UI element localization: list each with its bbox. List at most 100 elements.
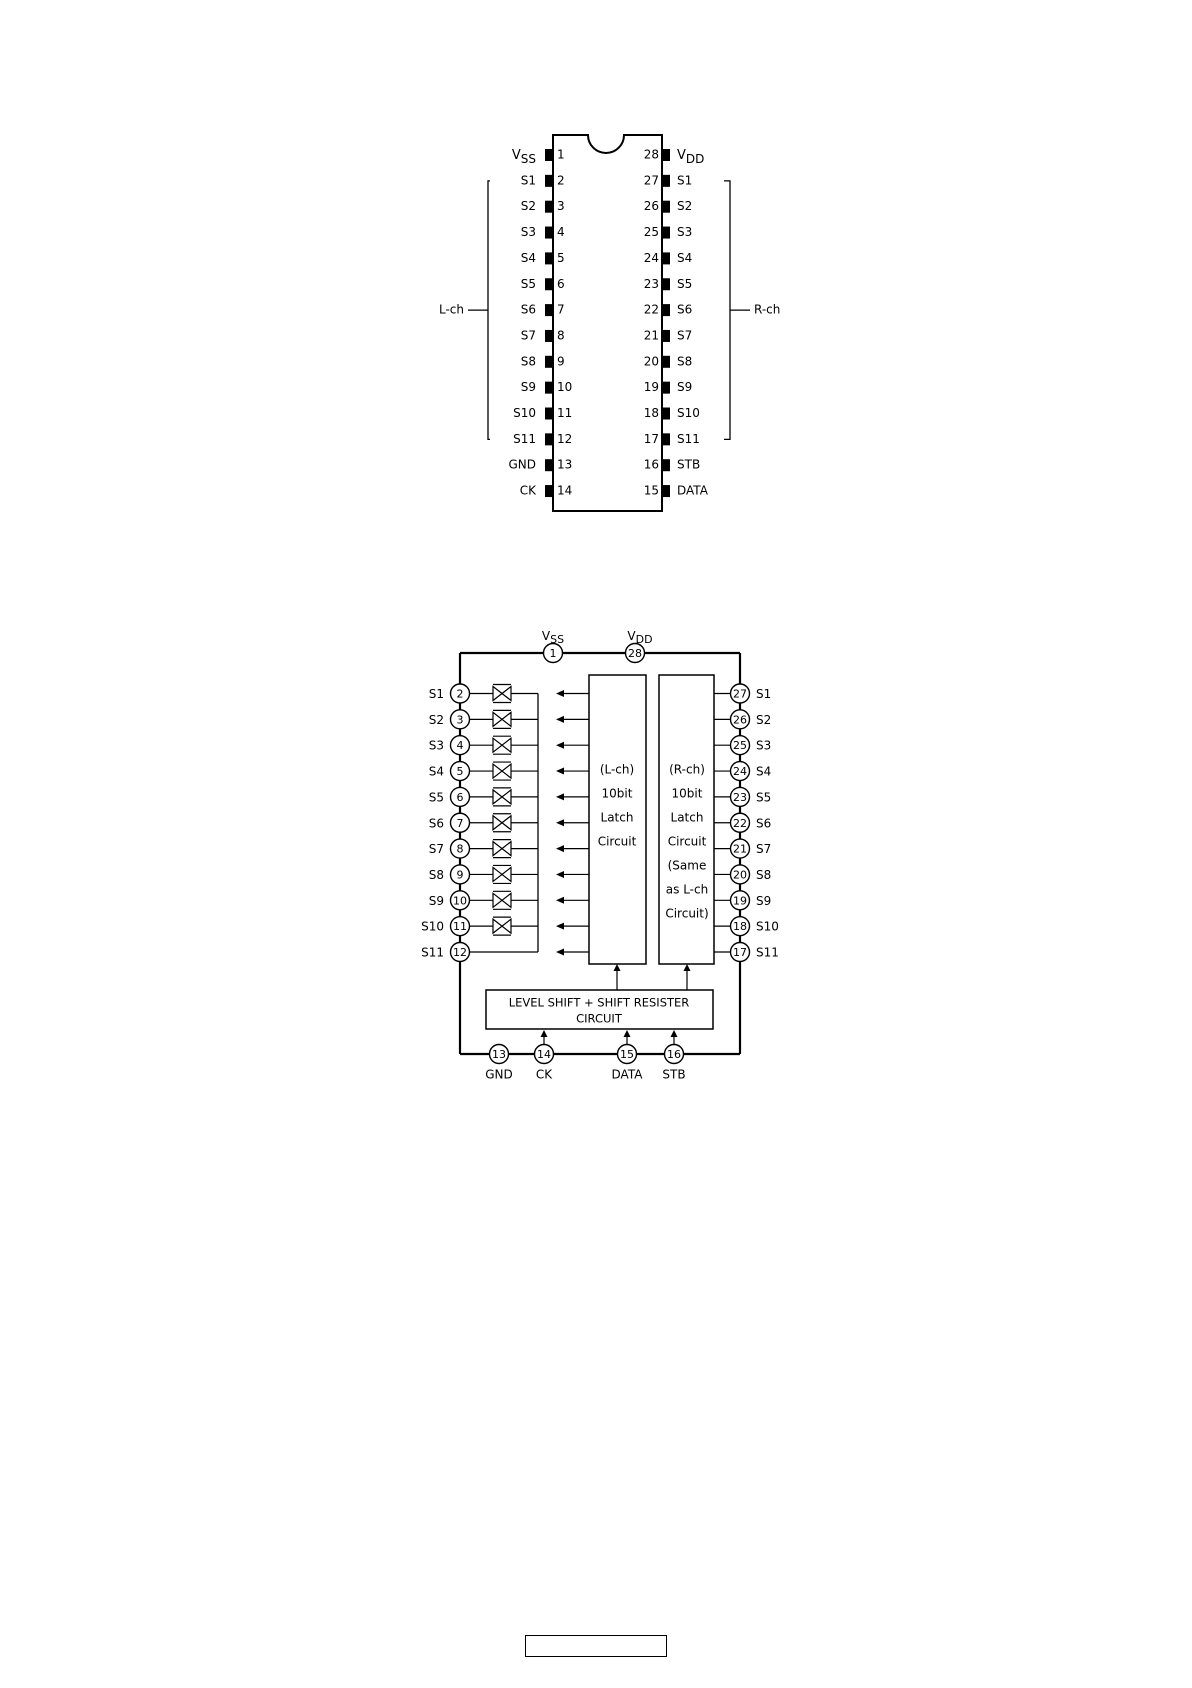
pin-number: 16 bbox=[644, 458, 659, 472]
transmission-gate bbox=[492, 711, 512, 728]
left-pin-number: 2 bbox=[457, 688, 464, 701]
pin-number: 17 bbox=[644, 432, 659, 446]
right-pin-label: S3 bbox=[756, 739, 771, 753]
arrow-head bbox=[556, 922, 564, 930]
pin-number: 9 bbox=[557, 354, 565, 368]
lch-latch-text: Latch bbox=[601, 811, 634, 825]
pin-number: 10 bbox=[557, 380, 572, 394]
pin-label: CK bbox=[520, 484, 537, 498]
left-pin-label: S10 bbox=[421, 920, 444, 934]
left-pin-number: 8 bbox=[457, 843, 464, 856]
pin-number: 13 bbox=[557, 458, 572, 472]
ic-body bbox=[552, 134, 663, 512]
pin-number: 19 bbox=[644, 380, 659, 394]
lch-latch-box bbox=[588, 674, 647, 965]
arrow-head bbox=[556, 715, 564, 723]
pin-pad bbox=[662, 226, 670, 239]
pin-number: 27 bbox=[644, 173, 659, 187]
pin-pad bbox=[545, 329, 553, 342]
pin-number: 23 bbox=[644, 277, 659, 291]
rch-latch-box bbox=[658, 674, 715, 965]
pin-label: S2 bbox=[521, 199, 536, 213]
pin-pad bbox=[662, 381, 670, 394]
arrow-head bbox=[556, 690, 564, 697]
arrow-head bbox=[556, 845, 564, 853]
left-pin-number: 5 bbox=[457, 765, 464, 778]
right-pin-label: S4 bbox=[756, 765, 771, 779]
left-pin-label: S9 bbox=[429, 894, 444, 908]
rch-latch-text: (Same bbox=[668, 859, 707, 873]
rch-latch-text: (R-ch) bbox=[669, 763, 705, 777]
left-pin-label: S11 bbox=[421, 946, 444, 960]
right-pin-label: S7 bbox=[756, 842, 771, 856]
left-pin-number: 11 bbox=[453, 920, 467, 933]
right-pin-number: 23 bbox=[733, 791, 747, 804]
lch-group-label: L-ch bbox=[439, 303, 464, 317]
transmission-gate bbox=[492, 892, 512, 909]
rch-latch-text: 10bit bbox=[672, 787, 703, 801]
pin-pad bbox=[662, 304, 670, 317]
pin-label: S2 bbox=[677, 199, 692, 213]
bottom-pin-label: DATA bbox=[612, 1068, 644, 1082]
pin-pad bbox=[662, 459, 670, 472]
right-pin-label: S8 bbox=[756, 868, 771, 882]
pin-number: 20 bbox=[644, 354, 659, 368]
pin-label: S5 bbox=[677, 277, 692, 291]
transmission-gate bbox=[492, 736, 512, 754]
pin-pad bbox=[662, 407, 670, 420]
pin-label: S8 bbox=[521, 354, 536, 368]
vss-pin-number: 1 bbox=[550, 647, 557, 660]
pin-pad bbox=[545, 381, 553, 394]
shift-register-box bbox=[485, 989, 714, 1030]
vdd-pin-number: 28 bbox=[628, 647, 642, 660]
transmission-gate bbox=[492, 762, 512, 780]
pin-pad bbox=[545, 485, 553, 498]
vss-label: VSS bbox=[542, 629, 564, 647]
right-pin-label: S10 bbox=[756, 920, 779, 934]
pin-label: STB bbox=[677, 458, 700, 472]
pin-label: S3 bbox=[677, 225, 692, 239]
pin-pad bbox=[545, 200, 553, 213]
right-pin-number: 20 bbox=[733, 868, 747, 881]
pin-pad bbox=[662, 278, 670, 291]
left-pin-number: 4 bbox=[457, 739, 464, 752]
pin-pad bbox=[662, 149, 670, 161]
pin-number: 11 bbox=[557, 406, 572, 420]
block-diagram: 1VSS28VDD(L-ch)10bitLatchCircuit(R-ch)10… bbox=[421, 629, 779, 1082]
pin-label: VSS bbox=[512, 148, 536, 166]
arrow-head bbox=[556, 767, 564, 775]
pin-number: 2 bbox=[557, 173, 565, 187]
pin-number: 4 bbox=[557, 225, 565, 239]
page-number-box bbox=[525, 1635, 667, 1657]
pin-number: 7 bbox=[557, 303, 565, 317]
pin-pad bbox=[545, 278, 553, 291]
pin-label: S4 bbox=[677, 251, 692, 265]
right-pin-number: 25 bbox=[733, 739, 747, 752]
pin-label: S11 bbox=[677, 432, 700, 446]
right-pin-label: S6 bbox=[756, 816, 771, 830]
pin-pad bbox=[545, 433, 553, 446]
transmission-gate bbox=[492, 788, 512, 806]
bottom-pin-number: 14 bbox=[537, 1048, 551, 1061]
pin-number: 14 bbox=[557, 484, 572, 498]
pin-label: S7 bbox=[677, 328, 692, 342]
lch-latch-text: Circuit bbox=[598, 835, 637, 849]
right-pin-number: 17 bbox=[733, 946, 747, 959]
pin-number: 25 bbox=[644, 225, 659, 239]
right-pin-label: S2 bbox=[756, 713, 771, 727]
left-pin-label: S7 bbox=[429, 842, 444, 856]
pin-pad bbox=[662, 485, 670, 498]
bottom-pin-number: 15 bbox=[620, 1048, 634, 1061]
lch-latch-text: 10bit bbox=[602, 787, 633, 801]
pin-label: S5 bbox=[521, 277, 536, 291]
transmission-gate bbox=[492, 685, 512, 702]
pin-pad bbox=[545, 226, 553, 239]
pin-circle bbox=[488, 1043, 510, 1065]
left-pin-number: 12 bbox=[453, 946, 467, 959]
pin-pad bbox=[545, 355, 553, 368]
pin-label: S11 bbox=[513, 432, 536, 446]
arrow-head bbox=[613, 964, 621, 971]
right-pin-number: 18 bbox=[733, 920, 747, 933]
